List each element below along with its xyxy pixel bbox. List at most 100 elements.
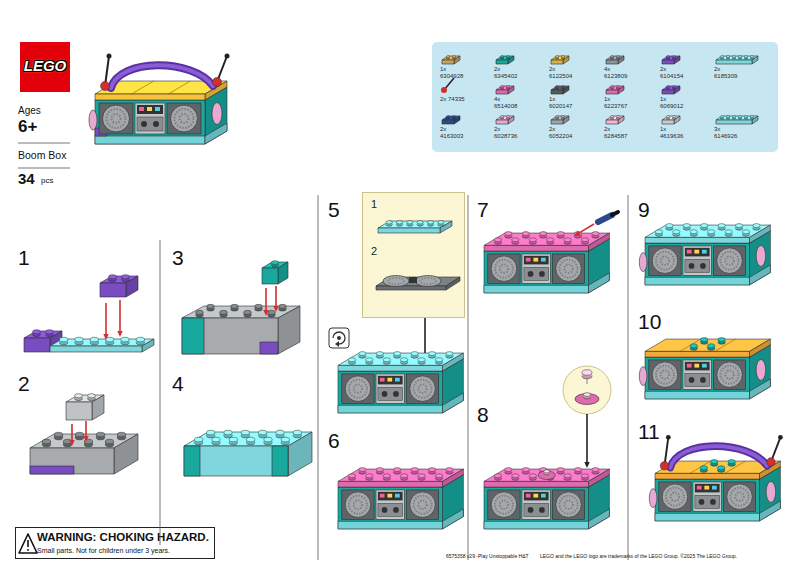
stud-wall (540, 234, 547, 237)
brick-front (496, 90, 508, 94)
brick-top (24, 331, 62, 338)
stud-wall (268, 312, 276, 315)
part-number: 1x 4619636 (660, 126, 688, 139)
brick-top (606, 86, 624, 90)
purple-strip (30, 466, 74, 474)
stud-wall (753, 226, 760, 229)
base-plate-side (443, 509, 464, 529)
brick-side (674, 56, 680, 64)
stud-base (718, 226, 725, 230)
stud-top (574, 468, 581, 472)
stud-wall (616, 57, 620, 58)
brick-side (750, 225, 771, 243)
brick-top (716, 116, 758, 120)
stud-wall (418, 360, 425, 363)
part-number: 2x 6284587 (604, 126, 632, 139)
illustration-shape (717, 362, 743, 388)
stud-base (725, 232, 732, 236)
illustration-shape (689, 377, 695, 383)
illustration-shape (27, 540, 29, 547)
stud-base (88, 396, 96, 400)
stud-top (672, 116, 676, 118)
stud-base (366, 476, 373, 480)
stud-top (555, 56, 559, 58)
illustration-shape (329, 328, 349, 348)
stud-wall (584, 395, 591, 397)
stud-base (75, 340, 83, 345)
stud-wall (33, 332, 41, 335)
stud-base (581, 476, 588, 480)
stud-base (33, 332, 41, 336)
stud-top (411, 352, 418, 356)
illustration-shape (137, 105, 163, 114)
stud-base (42, 442, 50, 447)
stud-base (720, 117, 724, 119)
part-number: 1x 6223767 (604, 96, 632, 109)
stud-wall (220, 312, 228, 315)
stud-base (610, 87, 614, 89)
stud-base (708, 346, 715, 350)
stud-top (610, 56, 614, 58)
illustration-shape (539, 507, 545, 513)
stud-base (136, 340, 144, 345)
brick-front (496, 120, 508, 124)
brick-top (338, 475, 463, 487)
brick-front (484, 245, 589, 251)
stud-top (701, 224, 708, 228)
brick-top (716, 56, 758, 60)
model-name: Boom Box (18, 150, 66, 162)
stud-base (512, 476, 519, 480)
brick-front (551, 60, 563, 64)
brick-top (66, 395, 104, 402)
step-number: 2 (18, 372, 30, 395)
stud-base (666, 87, 670, 89)
stud-base (446, 57, 450, 59)
stud-base (701, 340, 708, 344)
stud-wall (561, 57, 565, 58)
stud-wall (407, 222, 413, 224)
brick-front (496, 60, 508, 64)
stud-base (701, 226, 708, 230)
illustration-shape (393, 391, 399, 397)
stud-wall (59, 340, 67, 343)
stud-base (75, 396, 83, 400)
part-number: 1x 6304928 (440, 66, 468, 79)
illustration-shape (337, 336, 341, 340)
stud-wall (529, 240, 536, 243)
stud-wall (512, 476, 519, 479)
stud-wall (735, 226, 742, 229)
stud-base (396, 223, 402, 226)
stud-base (574, 470, 581, 474)
illustration-shape (533, 258, 538, 262)
base-plate-side (443, 393, 464, 413)
brick-top (100, 276, 138, 283)
illustration-shape (694, 250, 699, 254)
illustration-shape (180, 114, 189, 123)
brick-side (114, 434, 138, 474)
tile-seam (132, 81, 154, 94)
illustration-shape (560, 496, 578, 514)
stud-top (725, 230, 732, 234)
stud-wall (574, 470, 581, 473)
stud-top (75, 394, 83, 398)
stud-top (616, 86, 620, 88)
stud-top (673, 230, 680, 234)
trademark-note: LEGO and the LEGO logo are trademarks of… (540, 554, 737, 560)
stud-base (732, 117, 736, 119)
stud-wall (500, 57, 504, 58)
stud-base (744, 57, 748, 59)
part-number: 2x 6104154 (660, 66, 688, 79)
stud-wall (555, 117, 559, 118)
brick-top (484, 469, 609, 481)
step-number: 9 (638, 198, 650, 221)
brick-front (551, 90, 563, 94)
illustration-shape (564, 264, 573, 273)
stud-base (561, 117, 565, 119)
stud-wall (582, 373, 592, 377)
brick-top (655, 461, 780, 473)
brick-side (508, 86, 514, 94)
illustration-shape (409, 277, 417, 283)
stud-wall (750, 57, 754, 58)
stud-base (231, 307, 239, 311)
stud-wall (75, 340, 83, 343)
